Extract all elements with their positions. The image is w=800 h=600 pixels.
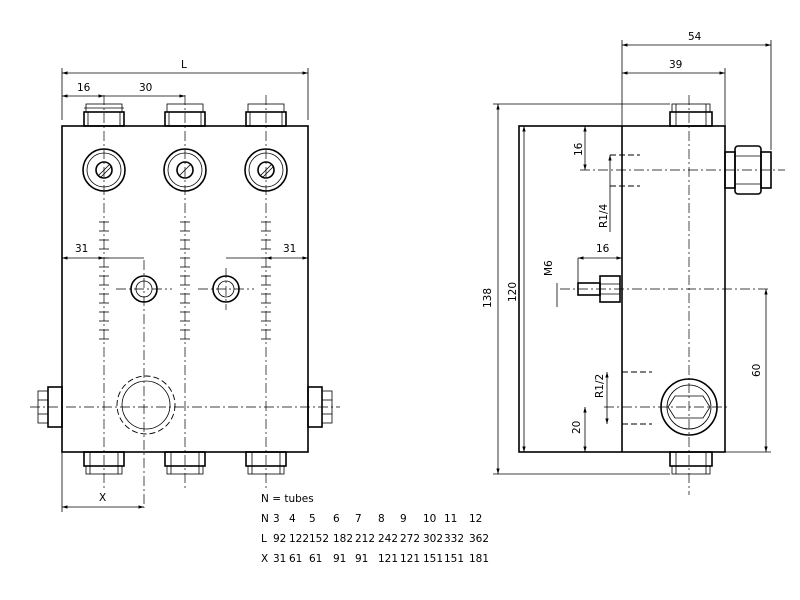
dimension-39: 39 xyxy=(669,59,682,71)
tube-table-cell: 3 xyxy=(273,513,280,525)
dimension-16-top: 16 xyxy=(77,82,91,94)
tube-table-cell: 61 xyxy=(309,553,323,565)
thread-R1-2: R1/2 xyxy=(594,374,606,398)
thread-M6: M6 xyxy=(543,260,555,276)
dimension-120: 120 xyxy=(507,282,519,302)
dimension-31-left: 31 xyxy=(75,243,88,255)
tube-table-cell: 151 xyxy=(444,553,465,565)
tube-table-cell: 272 xyxy=(400,533,421,545)
dimension-138: 138 xyxy=(482,288,494,308)
tube-table-cell: 6 xyxy=(333,513,340,525)
tube-table-cell: 61 xyxy=(289,553,303,565)
tube-table-row-label: X xyxy=(261,553,269,565)
tube-table-cell: 7 xyxy=(355,513,362,525)
tube-table-cell: 121 xyxy=(378,553,399,565)
dimension-30: 30 xyxy=(139,82,152,94)
dimension-X: X xyxy=(99,492,106,504)
tube-table-row-label: N xyxy=(261,513,269,525)
tube-table-cell: 302 xyxy=(423,533,444,545)
tube-table-cell: 10 xyxy=(423,513,437,525)
inlet-port xyxy=(116,375,176,435)
tube-table-cell: 12 xyxy=(469,513,483,525)
tube-table-cell: 242 xyxy=(378,533,399,545)
dimension-16-side: 16 xyxy=(573,142,585,156)
dimension-31-right: 31 xyxy=(283,243,296,255)
tube-table-cell: 152 xyxy=(309,533,330,545)
tube-table-cell: 212 xyxy=(355,533,376,545)
tube-table-cell: 5 xyxy=(309,513,316,525)
tube-table-cell: 92 xyxy=(273,533,287,545)
tube-table-cell: 11 xyxy=(444,513,458,525)
front-view: L 16 30 31 31 X xyxy=(30,59,340,512)
dimension-20: 20 xyxy=(571,421,583,434)
side-view: 54 39 138 120 16 R1/4 M6 16 60 R1/2 xyxy=(482,31,785,495)
tube-table-cell: 122 xyxy=(289,533,310,545)
dimension-16-m6: 16 xyxy=(596,243,610,255)
tube-table-cell: 91 xyxy=(333,553,347,565)
tube-table-cell: 31 xyxy=(273,553,287,565)
tube-table-cell: 362 xyxy=(469,533,490,545)
tube-table-cell: 91 xyxy=(355,553,369,565)
tube-table-cell: 8 xyxy=(378,513,385,525)
tube-table-cell: 182 xyxy=(333,533,354,545)
dimension-L: L xyxy=(181,59,187,71)
tube-table-cell: 181 xyxy=(469,553,490,565)
dimension-60: 60 xyxy=(751,364,763,377)
dimension-54: 54 xyxy=(688,31,702,43)
tube-table-cell: 121 xyxy=(400,553,421,565)
tube-table-row-label: L xyxy=(261,533,267,545)
tube-table-title: N = tubes xyxy=(261,493,314,505)
tube-table-cell: 9 xyxy=(400,513,407,525)
tube-table-cell: 332 xyxy=(444,533,465,545)
tube-table-cell: 151 xyxy=(423,553,444,565)
thread-R1-4: R1/4 xyxy=(598,203,610,228)
tube-table-cell: 4 xyxy=(289,513,296,525)
